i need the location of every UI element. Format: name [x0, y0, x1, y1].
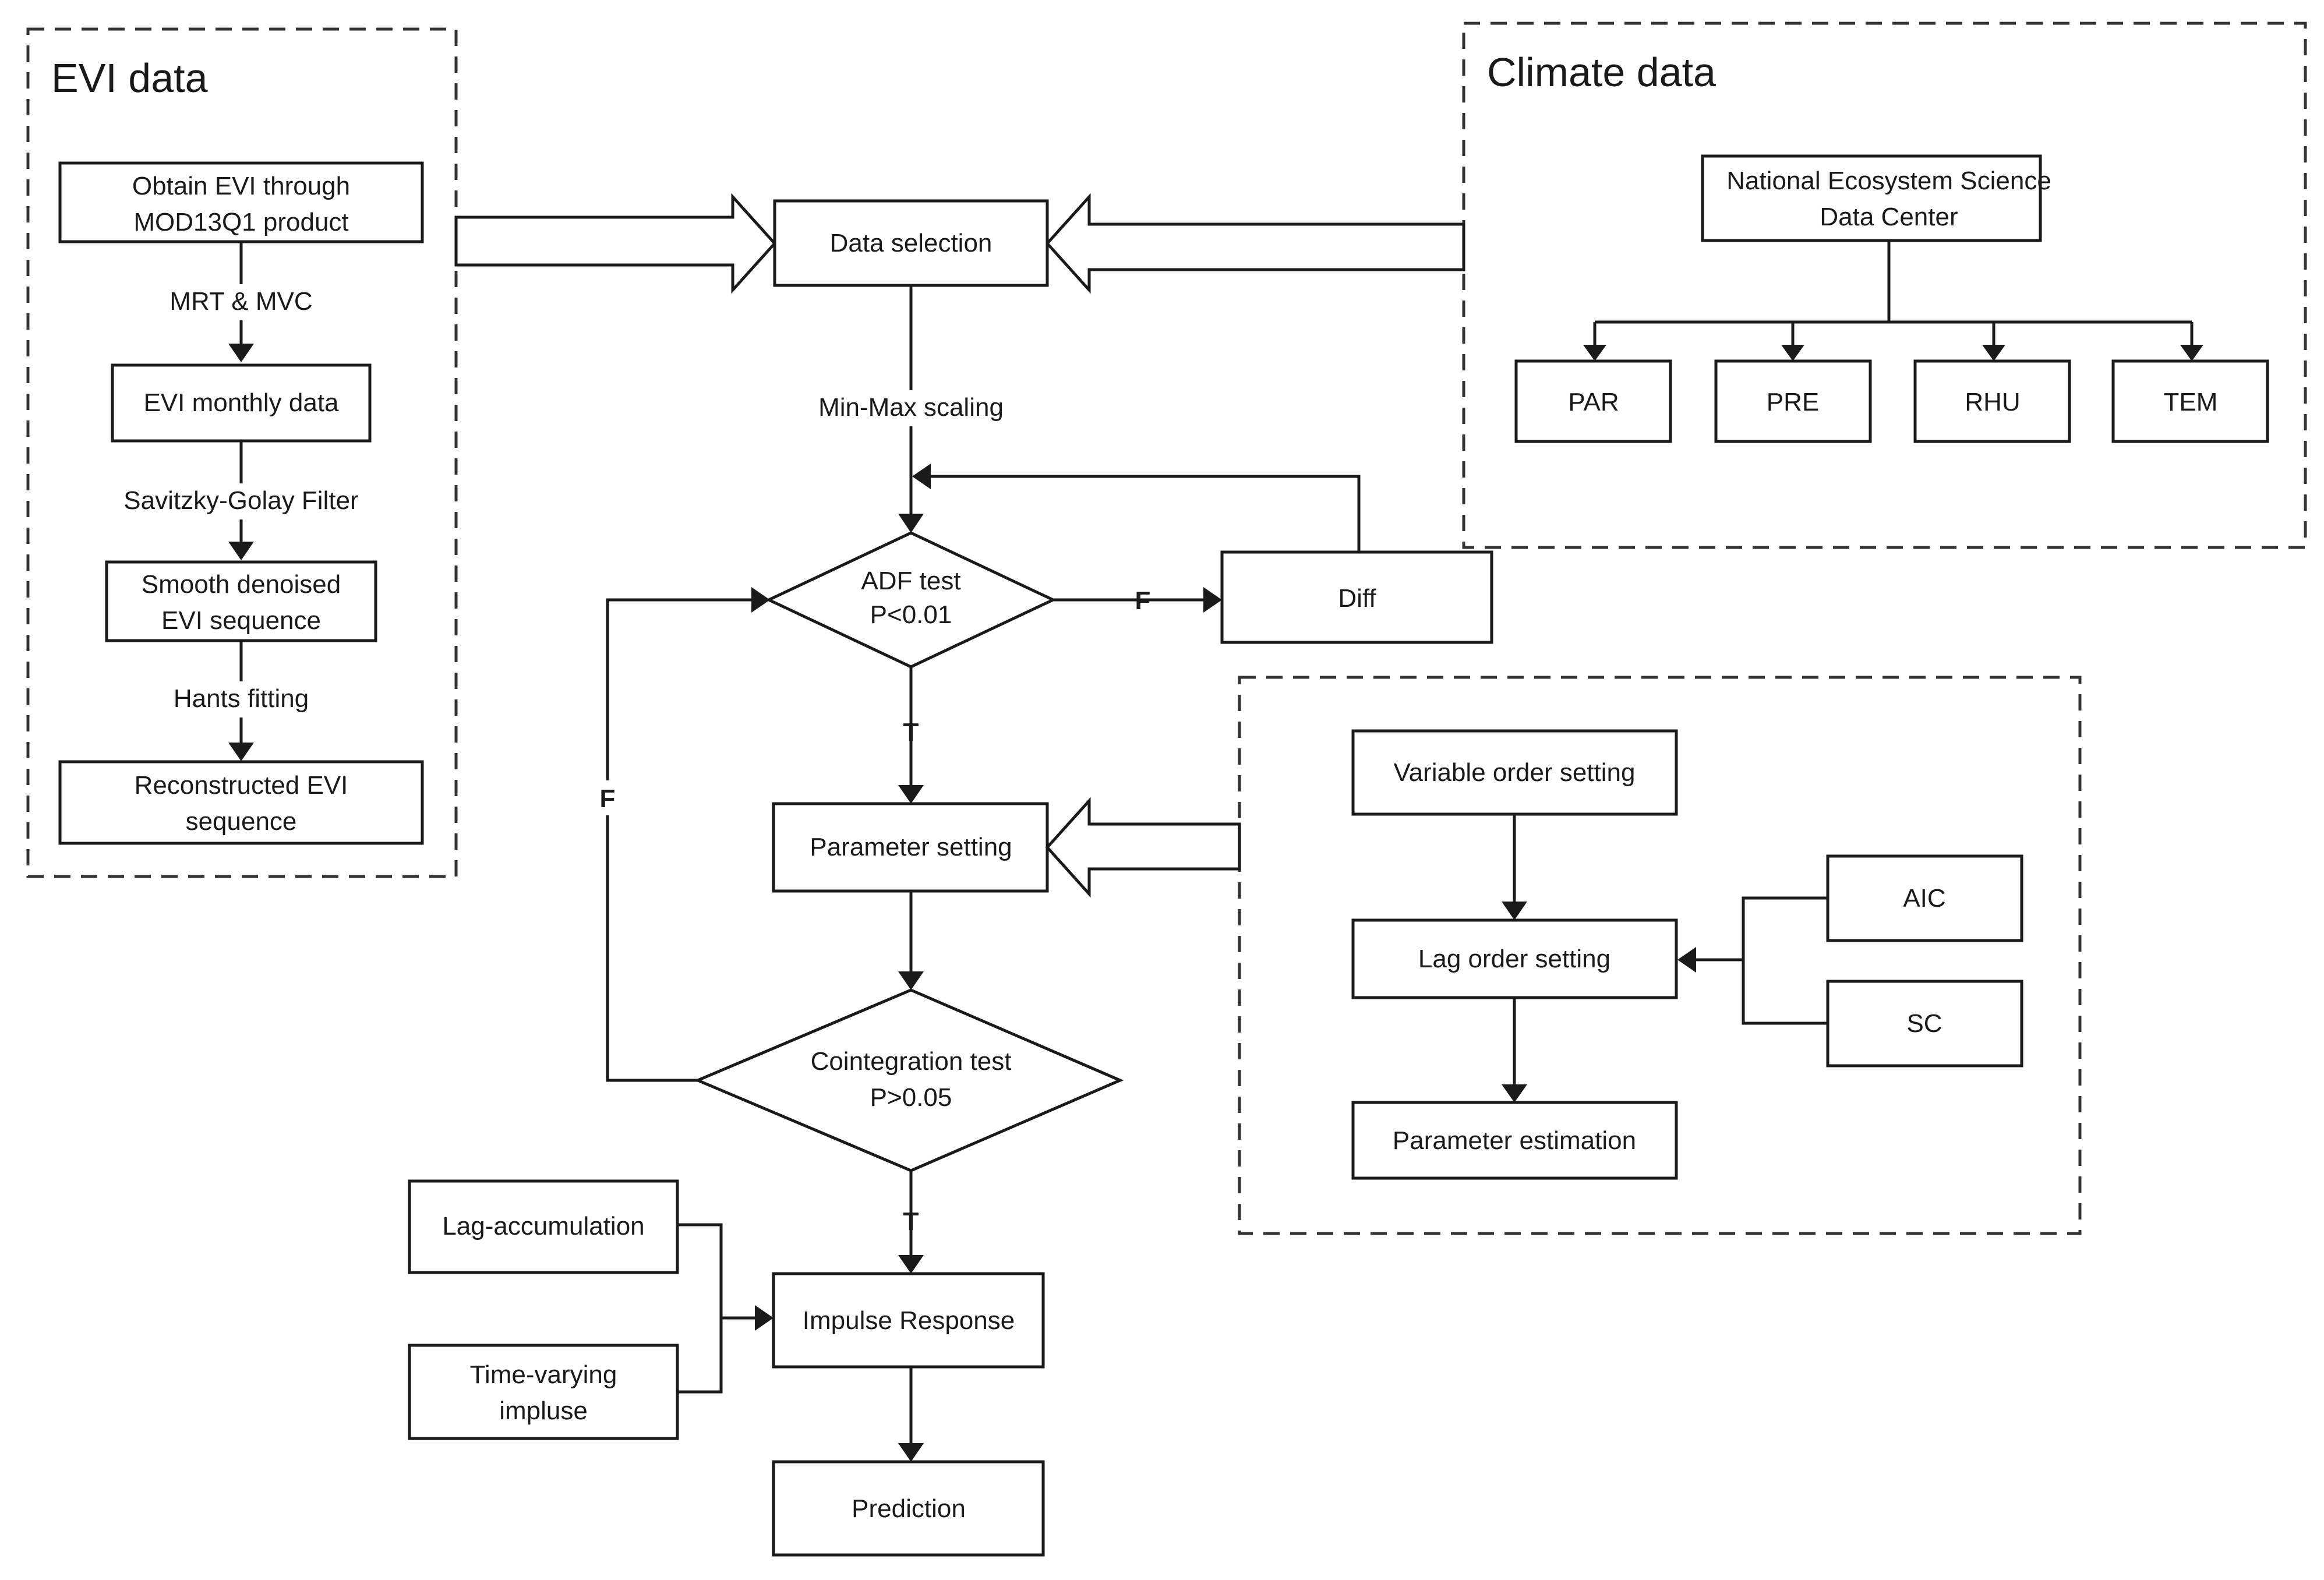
adf-test-node: ADF test P<0.01 — [765, 531, 1057, 669]
edge-diff-loop — [912, 464, 1361, 552]
time-varying-label-line2: impluse — [499, 1397, 588, 1425]
variable-order-node: Variable order setting — [1351, 729, 1678, 816]
edge-factors-to-impulse — [677, 1223, 774, 1394]
sc-node: SC — [1826, 980, 2023, 1068]
edge-coint-false-loop — [606, 587, 770, 1082]
obtain-evi-label-line1: Obtain EVI through — [132, 172, 350, 200]
aic-label: AIC — [1903, 884, 1945, 913]
prediction-node: Prediction — [772, 1460, 1045, 1557]
mrt-mvc-label: MRT & MVC — [169, 287, 312, 316]
adf-label-line2: P<0.01 — [870, 600, 952, 629]
edge-variable-to-lag — [1502, 814, 1527, 920]
parameter-setting-label: Parameter setting — [810, 833, 1012, 861]
coint-true-label: T — [903, 1207, 919, 1236]
pre-node: PRE — [1714, 359, 1872, 443]
evi-data-title: EVI data — [51, 55, 208, 101]
coint-false-label-bg — [596, 780, 619, 815]
obtain-evi-label-line2: MOD13Q1 product — [133, 208, 348, 236]
smooth-label-line2: EVI sequence — [161, 606, 321, 635]
edge-impulse-to-prediction — [898, 1367, 924, 1462]
reconstructed-label-line1: Reconstructed EVI — [135, 771, 348, 800]
necdc-node: National Ecosystem Science Data Center — [1701, 154, 2051, 242]
mrt-label-bg — [157, 284, 326, 320]
necdc-label-line1: National Ecosystem Science — [1726, 167, 2051, 195]
params-to-setting-hollow-arrow — [1045, 797, 1241, 898]
necdc-label-line2: Data Center — [1820, 203, 1958, 231]
tem-label: TEM — [2164, 388, 2218, 416]
lag-accumulation-node: Lag-accumulation — [408, 1179, 679, 1274]
adf-label-line1: ADF test — [861, 567, 960, 595]
minmax-scaling-label: Min-Max scaling — [818, 393, 1004, 422]
lag-order-label: Lag order setting — [1418, 945, 1610, 973]
evi-monthly-node: EVI monthly data — [111, 363, 372, 443]
cointegration-test-node: Cointegration test P>0.05 — [694, 988, 1124, 1172]
hants-label-bg — [156, 681, 327, 717]
par-node: PAR — [1514, 359, 1672, 443]
rhu-label: RHU — [1965, 388, 2020, 416]
adf-false-label: F — [1135, 586, 1151, 615]
parameter-estimation-label: Parameter estimation — [1393, 1126, 1636, 1155]
adf-true-label: T — [903, 718, 919, 747]
parameter-estimation-node: Parameter estimation — [1351, 1101, 1678, 1180]
sg-label-bg — [110, 483, 373, 519]
edge-coint-to-impulse — [898, 1171, 924, 1274]
smooth-label-line1: Smooth denoised — [142, 570, 341, 599]
reconstructed-label-line2: sequence — [186, 807, 297, 836]
data-selection-node: Data selection — [773, 199, 1049, 287]
prediction-label: Prediction — [852, 1494, 966, 1523]
aic-node: AIC — [1826, 854, 2023, 942]
climate-data-title: Climate data — [1487, 50, 1716, 95]
minmax-label-bg — [804, 390, 1019, 426]
necdc-branch-lines — [1583, 241, 2203, 361]
variable-order-label: Variable order setting — [1394, 758, 1636, 787]
impulse-response-label: Impulse Response — [803, 1306, 1015, 1335]
data-selection-label: Data selection — [830, 229, 993, 257]
edge-lag-to-estimation — [1502, 998, 1527, 1102]
savitzky-golay-label: Savitzky-Golay Filter — [123, 486, 358, 515]
evi-to-selection-hollow-arrow — [454, 193, 777, 294]
smooth-denoised-node: Smooth denoised EVI sequence — [105, 560, 377, 642]
obtain-evi-node: Obtain EVI through MOD13Q1 product — [58, 161, 424, 243]
cointegration-label-line1: Cointegration test — [811, 1047, 1012, 1076]
par-label: PAR — [1568, 388, 1619, 416]
time-varying-label-line1: Time-varying — [470, 1360, 617, 1389]
parameter-setting-node: Parameter setting — [772, 802, 1049, 893]
rhu-node: RHU — [1913, 359, 2071, 443]
evi-monthly-label: EVI monthly data — [143, 388, 339, 417]
lag-accumulation-label: Lag-accumulation — [442, 1212, 644, 1240]
climate-data-group: Climate data — [1462, 22, 2307, 549]
edge-param-to-coint — [898, 891, 924, 990]
diff-label: Diff — [1338, 584, 1376, 613]
sc-label: SC — [1906, 1009, 1942, 1038]
coint-false-label: F — [600, 784, 616, 813]
hants-fitting-label: Hants fitting — [174, 684, 309, 713]
edge-adf-to-diff — [1053, 587, 1222, 613]
cointegration-label-line2: P>0.05 — [870, 1083, 952, 1112]
evi-data-group: EVI data — [26, 27, 458, 878]
climate-to-selection-hollow-arrow — [1045, 193, 1465, 294]
pre-label: PRE — [1767, 388, 1819, 416]
impulse-response-node: Impulse Response — [772, 1272, 1045, 1369]
lag-order-node: Lag order setting — [1351, 918, 1678, 999]
tem-node: TEM — [2111, 359, 2269, 443]
edge-adf-to-param — [898, 667, 924, 804]
diff-node: Diff — [1220, 550, 1493, 644]
time-varying-node: Time-varying impluse — [408, 1344, 679, 1440]
edge-criteria-to-lag — [1677, 896, 1828, 1025]
reconstructed-evi-node: Reconstructed EVI sequence — [58, 760, 424, 845]
